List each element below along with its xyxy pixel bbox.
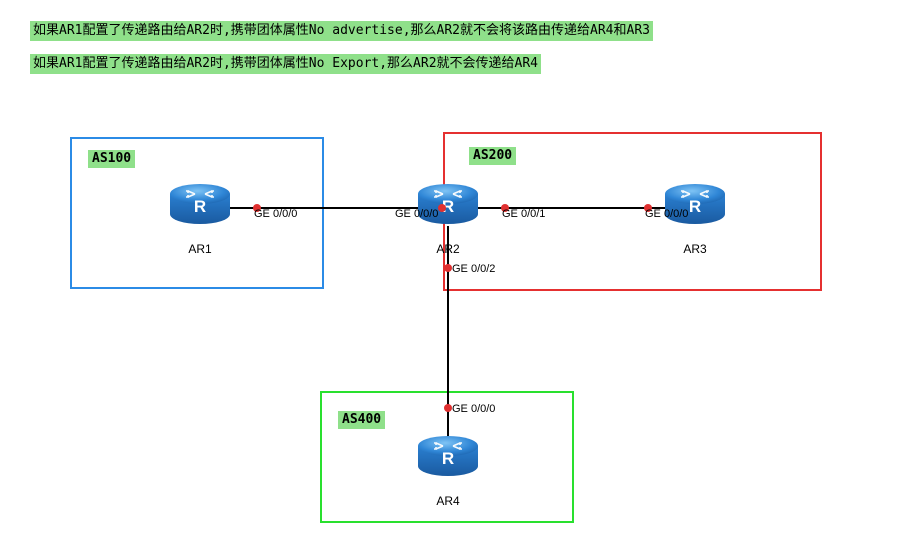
- as400-label: AS400: [338, 411, 386, 429]
- port-dot-ar1-ge000: [253, 204, 261, 212]
- port-dot-ar4-ge000: [444, 404, 452, 412]
- as100-box: AS100: [70, 137, 324, 289]
- port-label-ar1-ge000: GE 0/0/0: [254, 208, 297, 220]
- note-no-advertise: 如果AR1配置了传递路由给AR2时,携带团体属性No advertise,那么A…: [30, 21, 653, 41]
- port-label-ar2-ge000: GE 0/0/0: [395, 208, 438, 220]
- router-ar4[interactable]: [417, 435, 479, 477]
- note-no-export: 如果AR1配置了传递路由给AR2时,携带团体属性No Export,那么AR2就…: [30, 54, 542, 74]
- port-dot-ar3-ge000: [644, 204, 652, 212]
- port-label-ar4-ge000: GE 0/0/0: [452, 403, 495, 415]
- router-ar1[interactable]: [169, 183, 231, 225]
- as200-label: AS200: [469, 147, 517, 165]
- router-ar3-name: AR3: [683, 242, 707, 256]
- port-dot-ar2-ge000: [438, 204, 446, 212]
- port-label-ar2-ge002: GE 0/0/2: [452, 263, 495, 275]
- router-icon: [169, 183, 231, 225]
- router-icon: [417, 435, 479, 477]
- port-label-ar3-ge000: GE 0/0/0: [645, 208, 688, 220]
- as100-label: AS100: [88, 150, 136, 168]
- router-ar1-name: AR1: [188, 242, 212, 256]
- router-ar4-name: AR4: [436, 494, 460, 508]
- port-dot-ar2-ge002: [444, 264, 452, 272]
- router-ar2-name: AR2: [436, 242, 460, 256]
- port-dot-ar2-ge001: [501, 204, 509, 212]
- port-label-ar2-ge001: GE 0/0/1: [502, 208, 545, 220]
